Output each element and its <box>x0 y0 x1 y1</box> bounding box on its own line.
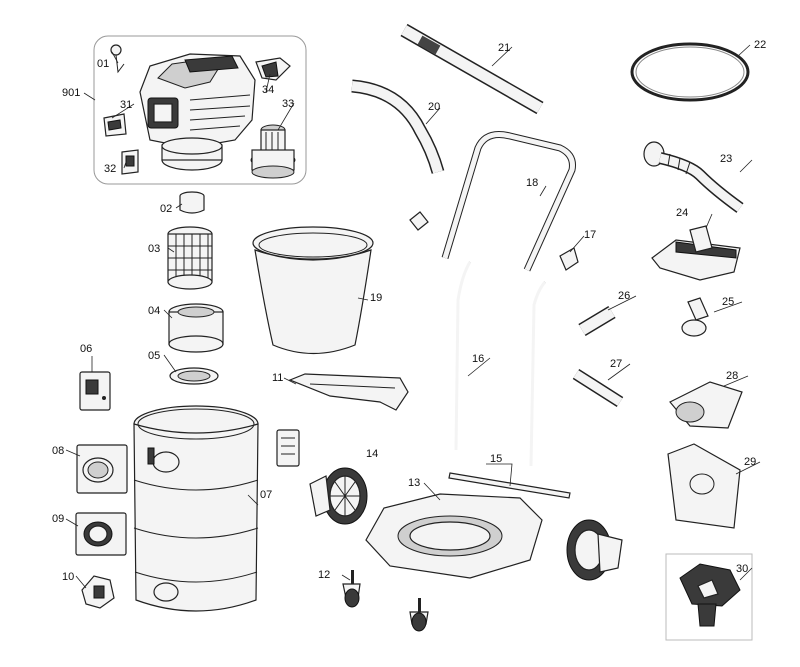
base-tray-drawing <box>365 493 543 579</box>
leader-lines <box>65 44 761 589</box>
callout-901: 901 <box>62 87 80 99</box>
callout-05: 05 <box>148 350 160 362</box>
callout-31: 31 <box>120 99 132 111</box>
wide-nozzle-drawing <box>669 381 743 429</box>
part-30-drawing <box>665 553 753 641</box>
callout-15: 15 <box>490 453 502 465</box>
callout-12: 12 <box>318 569 330 581</box>
crevice-tool-drawing <box>572 368 624 408</box>
callout-02: 02 <box>160 203 172 215</box>
motor-head-assembly-group <box>93 35 307 185</box>
callout-28: 28 <box>726 370 738 382</box>
part-10-drawing <box>81 575 115 609</box>
callout-27: 27 <box>610 358 622 370</box>
callout-33: 33 <box>282 98 294 110</box>
wheel-right-drawing <box>566 519 623 581</box>
caster-wheel-2-drawing <box>409 598 429 632</box>
suction-hose-drawing <box>643 141 744 213</box>
part-06-drawing <box>79 371 111 411</box>
callout-14: 14 <box>366 448 378 460</box>
callout-20: 20 <box>428 101 440 113</box>
callout-32: 32 <box>104 163 116 175</box>
small-grille-drawing <box>276 429 300 467</box>
callout-23: 23 <box>720 153 732 165</box>
switch-part-drawing <box>110 44 125 74</box>
callout-24: 24 <box>676 207 688 219</box>
callout-08: 08 <box>52 445 64 457</box>
callout-18: 18 <box>526 177 538 189</box>
adapter-drawing <box>578 305 616 337</box>
callout-01: 01 <box>97 58 109 70</box>
filter-ring-drawing <box>169 367 219 385</box>
push-handle-drawing <box>441 131 576 272</box>
filter-cap-drawing <box>179 191 205 214</box>
callout-29: 29 <box>744 456 756 468</box>
part-32-drawing <box>121 149 139 175</box>
part-08-drawing <box>76 444 128 494</box>
bent-tube-drawing <box>351 79 445 174</box>
callout-09: 09 <box>52 513 64 525</box>
motor-head-drawing <box>139 53 256 171</box>
callout-13: 13 <box>408 477 420 489</box>
callout-04: 04 <box>148 305 160 317</box>
callout-07: 07 <box>260 489 272 501</box>
callout-06: 06 <box>80 343 92 355</box>
rear-wheel-drawing <box>309 467 368 525</box>
callout-17: 17 <box>584 229 596 241</box>
gasket-ring-drawing <box>630 42 750 102</box>
dust-bag-drawing <box>667 443 741 529</box>
callout-19: 19 <box>370 292 382 304</box>
callout-25: 25 <box>722 296 734 308</box>
collection-drum-drawing <box>133 405 259 612</box>
callout-21: 21 <box>498 42 510 54</box>
axle-rod-drawing <box>448 472 571 499</box>
callout-16: 16 <box>472 353 484 365</box>
part-31-drawing <box>103 113 127 137</box>
callout-labels: 01 901 31 32 34 33 02 03 04 05 06 07 08 … <box>52 39 766 583</box>
extension-tube-drawing <box>400 23 544 115</box>
small-clip-drawing <box>409 211 429 231</box>
caster-wheel-drawing <box>342 570 361 608</box>
frame-bar-drawing <box>454 261 547 467</box>
part-11-drawing <box>288 373 409 411</box>
callout-26: 26 <box>618 290 630 302</box>
cartridge-filter-drawing <box>168 303 224 353</box>
callout-30: 30 <box>736 563 748 575</box>
callout-34: 34 <box>262 84 274 96</box>
part-17-drawing <box>559 247 579 271</box>
handle-clip-drawing <box>255 57 291 81</box>
round-brush-drawing <box>681 297 709 337</box>
callout-10: 10 <box>62 571 74 583</box>
callout-11: 11 <box>272 372 283 384</box>
motor-drawing <box>250 124 296 179</box>
filter-bag-drawing <box>252 226 374 355</box>
callout-22: 22 <box>754 39 766 51</box>
filter-cage-drawing <box>167 226 213 290</box>
part-09-drawing <box>75 512 127 556</box>
callout-03: 03 <box>148 243 160 255</box>
floor-nozzle-drawing <box>651 225 741 281</box>
